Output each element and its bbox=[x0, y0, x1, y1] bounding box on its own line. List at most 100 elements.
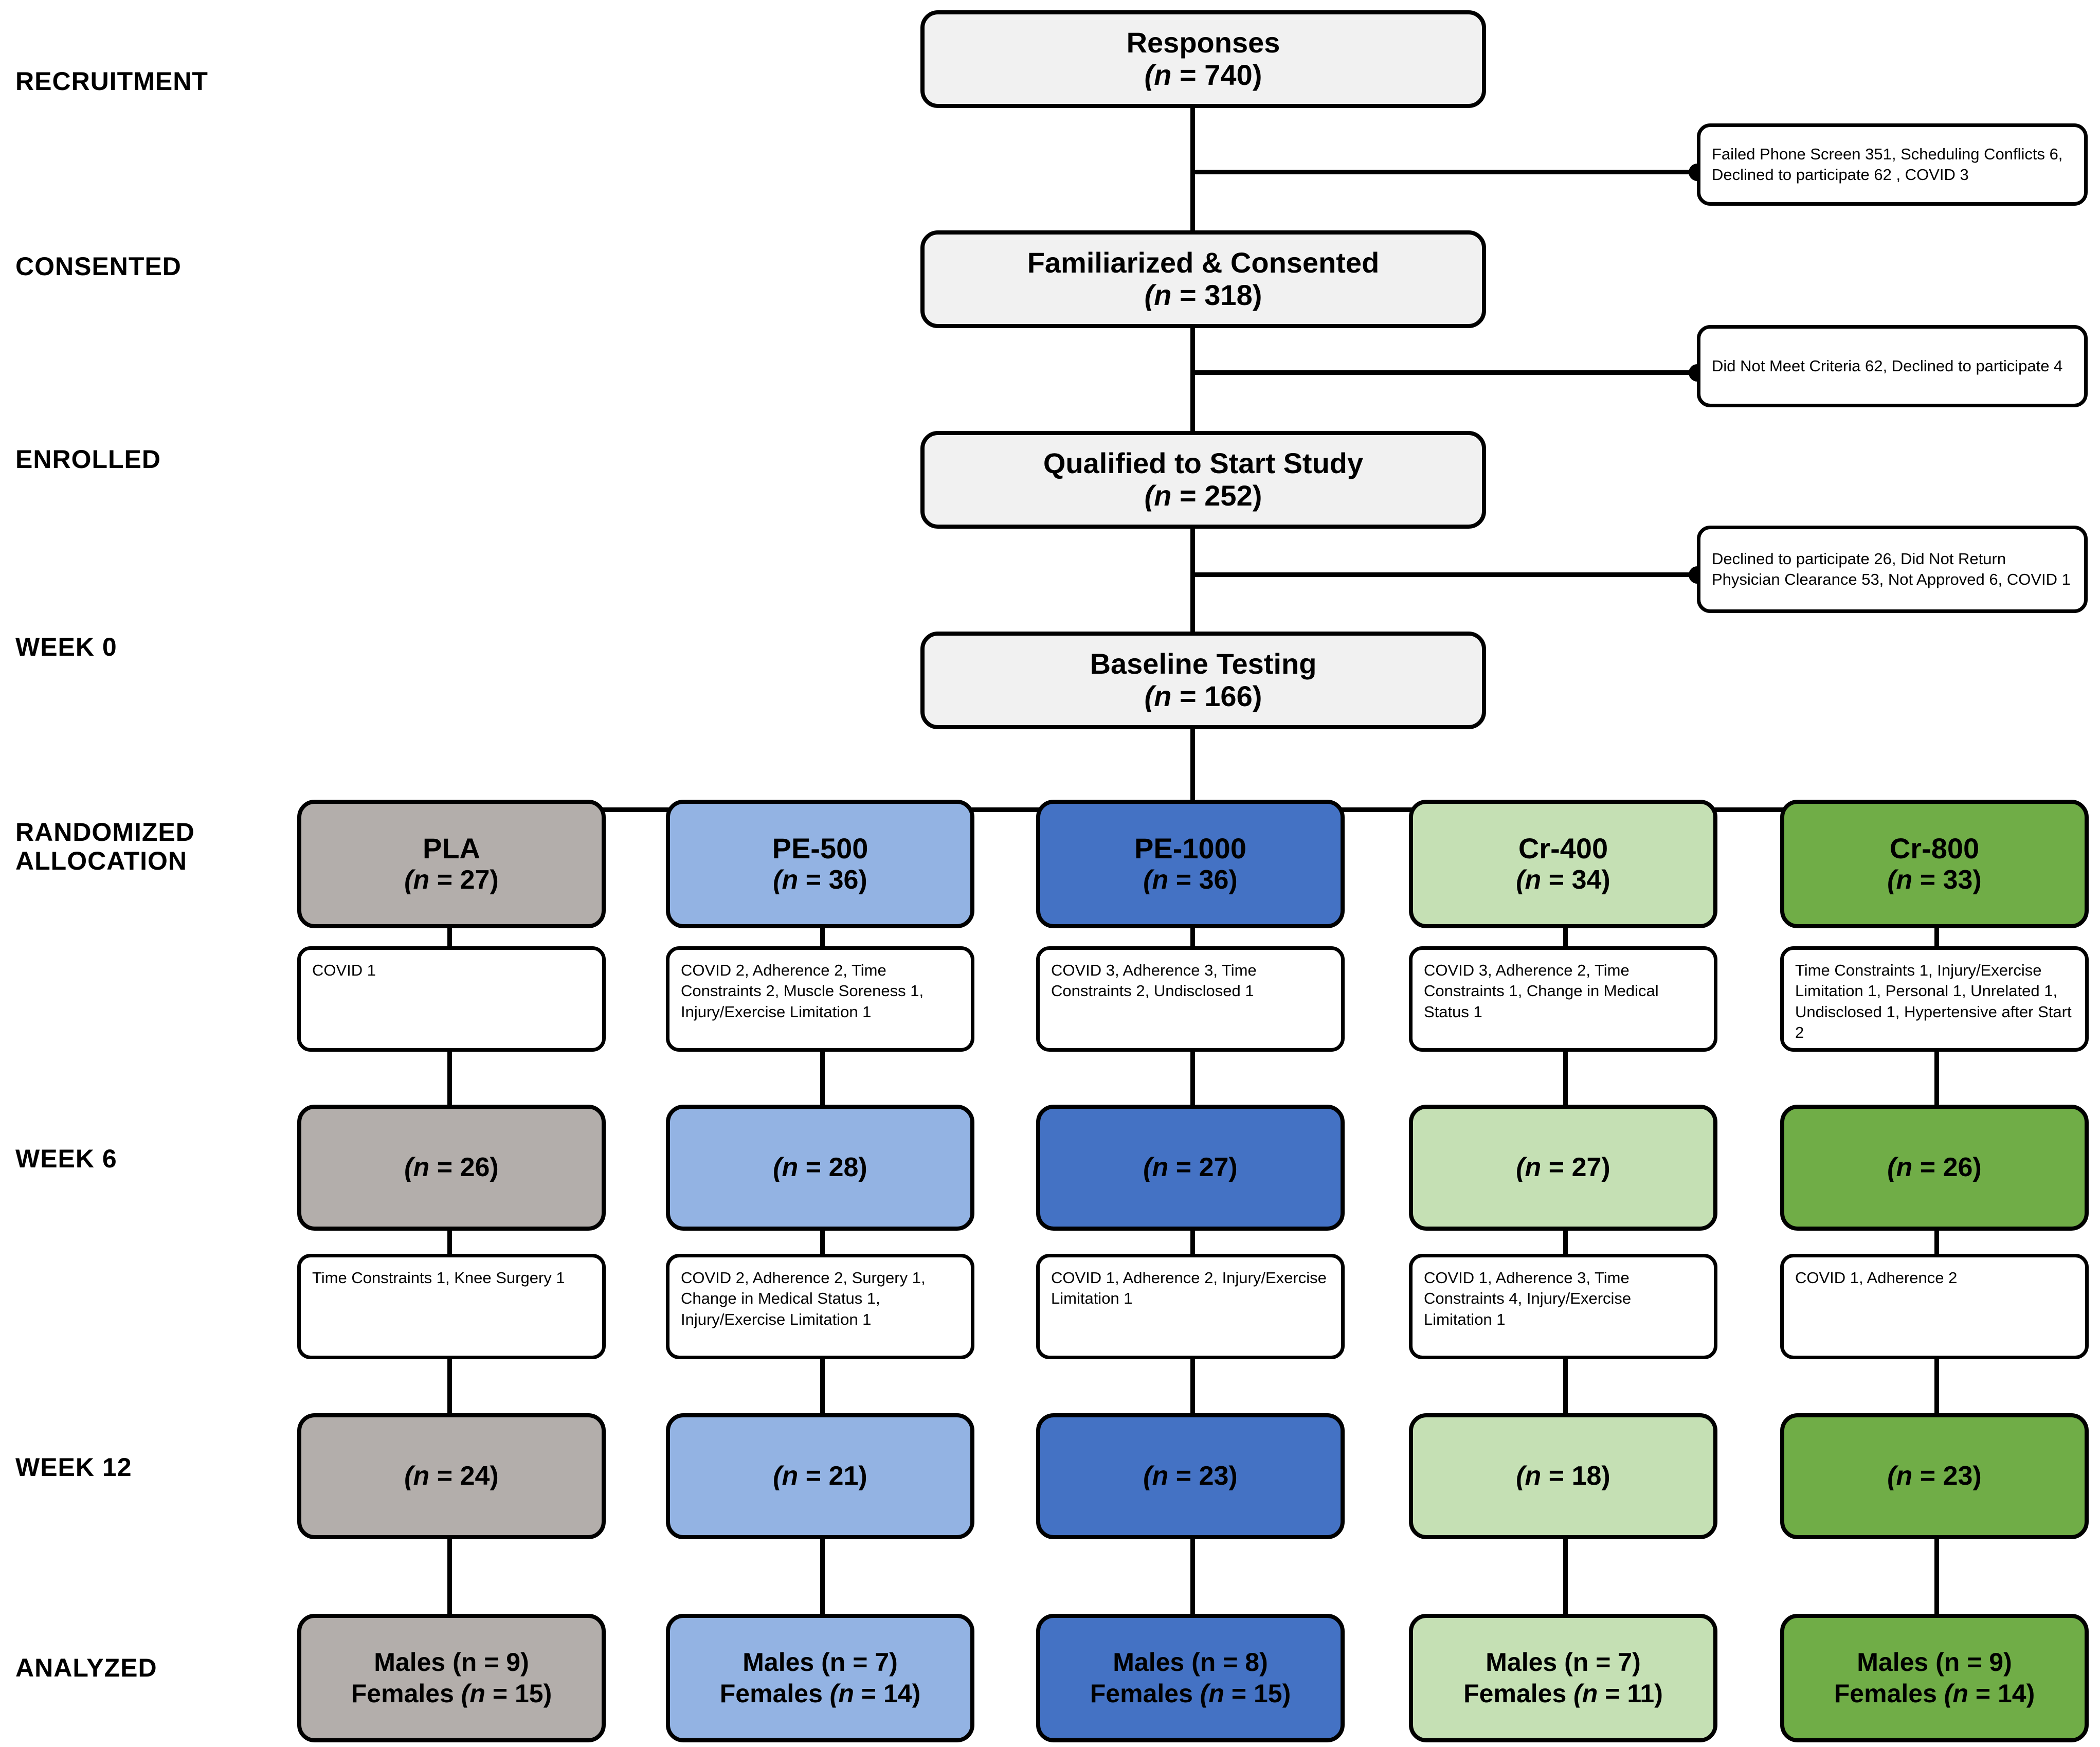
connector-pla-dropout1-to-week6 bbox=[447, 1049, 452, 1108]
connector-baseline-to-randomization bbox=[1190, 715, 1195, 810]
node-baseline-title: Baseline Testing bbox=[1090, 647, 1317, 680]
connector-pe500-week12-to-analyzed bbox=[820, 1537, 825, 1616]
branch-line-exclusion-1 bbox=[1193, 170, 1697, 174]
stage-label-analyzed: ANALYZED bbox=[15, 1653, 157, 1682]
week6-box-cr800: (n = 26) bbox=[1780, 1105, 2089, 1231]
analyzed-box-pla: Males (n = 9) Females (n = 15) bbox=[297, 1614, 606, 1742]
node-baseline: Baseline Testing (n = 166) bbox=[920, 632, 1486, 729]
allocation-label-cr800: Cr-800 bbox=[1889, 832, 1980, 865]
analyzed-males-cr400: Males (n = 7) bbox=[1486, 1648, 1641, 1677]
connector-pe500-dropout1-to-week6 bbox=[820, 1049, 825, 1108]
analyzed-males-pe500: Males (n = 7) bbox=[743, 1648, 898, 1677]
week6-n-pe1000: (n = 27) bbox=[1143, 1152, 1238, 1182]
dropout-note-cr400-week6: COVID 3, Adherence 2, Time Constraints 1… bbox=[1409, 946, 1717, 1052]
allocation-n-pla: (n = 27) bbox=[404, 865, 499, 895]
node-qualified: Qualified to Start Study (n = 252) bbox=[920, 431, 1486, 529]
node-responses-n: (n = 740) bbox=[1144, 59, 1262, 91]
analyzed-females-cr400: Females (n = 11) bbox=[1463, 1679, 1663, 1708]
analyzed-females-pla: Females (n = 15) bbox=[351, 1679, 552, 1708]
analyzed-box-pe500: Males (n = 7) Females (n = 14) bbox=[666, 1614, 974, 1742]
week12-box-pe500: (n = 21) bbox=[666, 1413, 974, 1539]
branch-line-exclusion-2 bbox=[1193, 370, 1697, 375]
dropout-note-pe500-week12: COVID 2, Adherence 2, Surgery 1, Change … bbox=[666, 1254, 974, 1359]
analyzed-females-pe500: Females (n = 14) bbox=[719, 1679, 921, 1708]
connector-pe1000-dropout1-to-week6 bbox=[1190, 1049, 1195, 1108]
week12-box-pe1000: (n = 23) bbox=[1036, 1413, 1345, 1539]
connector-pla-week6-to-dropout2 bbox=[447, 1228, 452, 1256]
connector-responses-to-consented bbox=[1190, 105, 1195, 233]
analyzed-females-pe1000: Females (n = 15) bbox=[1090, 1679, 1291, 1708]
analyzed-males-cr800: Males (n = 9) bbox=[1857, 1648, 2012, 1677]
analyzed-males-pla: Males (n = 9) bbox=[374, 1648, 529, 1677]
connector-cr400-week12-to-analyzed bbox=[1563, 1537, 1568, 1616]
allocation-label-cr400: Cr-400 bbox=[1518, 832, 1608, 865]
allocation-label-pe500: PE-500 bbox=[772, 832, 868, 865]
stage-label-recruitment: RECRUITMENT bbox=[15, 67, 208, 96]
exclusion-note-after-consented: Did Not Meet Criteria 62, Declined to pa… bbox=[1697, 325, 2088, 407]
week12-box-cr800: (n = 23) bbox=[1780, 1413, 2089, 1539]
analyzed-females-cr800: Females (n = 14) bbox=[1834, 1679, 2035, 1708]
connector-cr800-dropout2-to-week12 bbox=[1934, 1357, 1939, 1416]
connector-pe1000-week12-to-analyzed bbox=[1190, 1537, 1195, 1616]
node-responses: Responses (n = 740) bbox=[920, 10, 1486, 108]
allocation-box-pla: PLA (n = 27) bbox=[297, 800, 606, 928]
connector-cr800-week12-to-analyzed bbox=[1934, 1537, 1939, 1616]
connector-pla-week12-to-analyzed bbox=[447, 1537, 452, 1616]
connector-cr800-alloc-to-dropout1 bbox=[1934, 926, 1939, 949]
node-baseline-n: (n = 166) bbox=[1144, 680, 1262, 712]
exclusion-note-after-responses: Failed Phone Screen 351, Scheduling Conf… bbox=[1697, 123, 2088, 206]
stage-label-week12: WEEK 12 bbox=[15, 1453, 132, 1482]
week12-box-pla: (n = 24) bbox=[297, 1413, 606, 1539]
analyzed-box-pe1000: Males (n = 8) Females (n = 15) bbox=[1036, 1614, 1345, 1742]
connector-consented-to-qualified bbox=[1190, 314, 1195, 437]
connector-pe1000-alloc-to-dropout1 bbox=[1190, 926, 1195, 949]
dropout-note-pla-week6: COVID 1 bbox=[297, 946, 606, 1052]
connector-pe1000-week6-to-dropout2 bbox=[1190, 1228, 1195, 1256]
week12-n-pe1000: (n = 23) bbox=[1143, 1461, 1238, 1491]
node-consented-title: Familiarized & Consented bbox=[1027, 246, 1380, 279]
week12-n-cr400: (n = 18) bbox=[1516, 1461, 1610, 1491]
allocation-box-pe500: PE-500 (n = 36) bbox=[666, 800, 974, 928]
connector-cr400-alloc-to-dropout1 bbox=[1563, 926, 1568, 949]
connector-pe500-week6-to-dropout2 bbox=[820, 1228, 825, 1256]
connector-pla-alloc-to-dropout1 bbox=[447, 926, 452, 949]
node-qualified-title: Qualified to Start Study bbox=[1043, 447, 1364, 480]
dropout-note-cr400-week12: COVID 1, Adherence 3, Time Constraints 4… bbox=[1409, 1254, 1717, 1359]
connector-pe500-alloc-to-dropout1 bbox=[820, 926, 825, 949]
week6-n-pla: (n = 26) bbox=[404, 1152, 499, 1182]
week6-box-pla: (n = 26) bbox=[297, 1105, 606, 1231]
stage-label-week0: WEEK 0 bbox=[15, 633, 117, 661]
connector-cr400-dropout1-to-week6 bbox=[1563, 1049, 1568, 1108]
connector-cr800-week6-to-dropout2 bbox=[1934, 1228, 1939, 1256]
branch-line-exclusion-3 bbox=[1193, 572, 1697, 577]
analyzed-box-cr800: Males (n = 9) Females (n = 14) bbox=[1780, 1614, 2089, 1742]
connector-pe1000-dropout2-to-week12 bbox=[1190, 1357, 1195, 1416]
stage-label-consented: CONSENTED bbox=[15, 252, 182, 281]
allocation-box-pe1000: PE-1000 (n = 36) bbox=[1036, 800, 1345, 928]
node-consented-n: (n = 318) bbox=[1144, 279, 1262, 311]
week6-n-pe500: (n = 28) bbox=[773, 1152, 867, 1182]
week6-n-cr800: (n = 26) bbox=[1887, 1152, 1982, 1182]
allocation-n-cr400: (n = 34) bbox=[1516, 865, 1610, 895]
week6-box-cr400: (n = 27) bbox=[1409, 1105, 1717, 1231]
stage-label-randomized: RANDOMIZED ALLOCATION bbox=[15, 818, 195, 875]
allocation-n-pe1000: (n = 36) bbox=[1143, 865, 1238, 895]
node-responses-title: Responses bbox=[1126, 26, 1280, 59]
week6-n-cr400: (n = 27) bbox=[1516, 1152, 1610, 1182]
connector-cr400-dropout2-to-week12 bbox=[1563, 1357, 1568, 1416]
week12-box-cr400: (n = 18) bbox=[1409, 1413, 1717, 1539]
analyzed-box-cr400: Males (n = 7) Females (n = 11) bbox=[1409, 1614, 1717, 1742]
allocation-n-cr800: (n = 33) bbox=[1887, 865, 1982, 895]
stage-label-enrolled: ENROLLED bbox=[15, 445, 161, 474]
dropout-note-cr800-week12: COVID 1, Adherence 2 bbox=[1780, 1254, 2089, 1359]
allocation-label-pe1000: PE-1000 bbox=[1134, 832, 1246, 865]
stage-label-week6: WEEK 6 bbox=[15, 1144, 117, 1173]
allocation-n-pe500: (n = 36) bbox=[773, 865, 867, 895]
connector-pe500-dropout2-to-week12 bbox=[820, 1357, 825, 1416]
dropout-note-pe1000-week6: COVID 3, Adherence 3, Time Constraints 2… bbox=[1036, 946, 1345, 1052]
week12-n-pla: (n = 24) bbox=[404, 1461, 499, 1491]
connector-cr400-week6-to-dropout2 bbox=[1563, 1228, 1568, 1256]
dropout-note-pe1000-week12: COVID 1, Adherence 2, Injury/Exercise Li… bbox=[1036, 1254, 1345, 1359]
connector-qualified-to-baseline bbox=[1190, 514, 1195, 638]
